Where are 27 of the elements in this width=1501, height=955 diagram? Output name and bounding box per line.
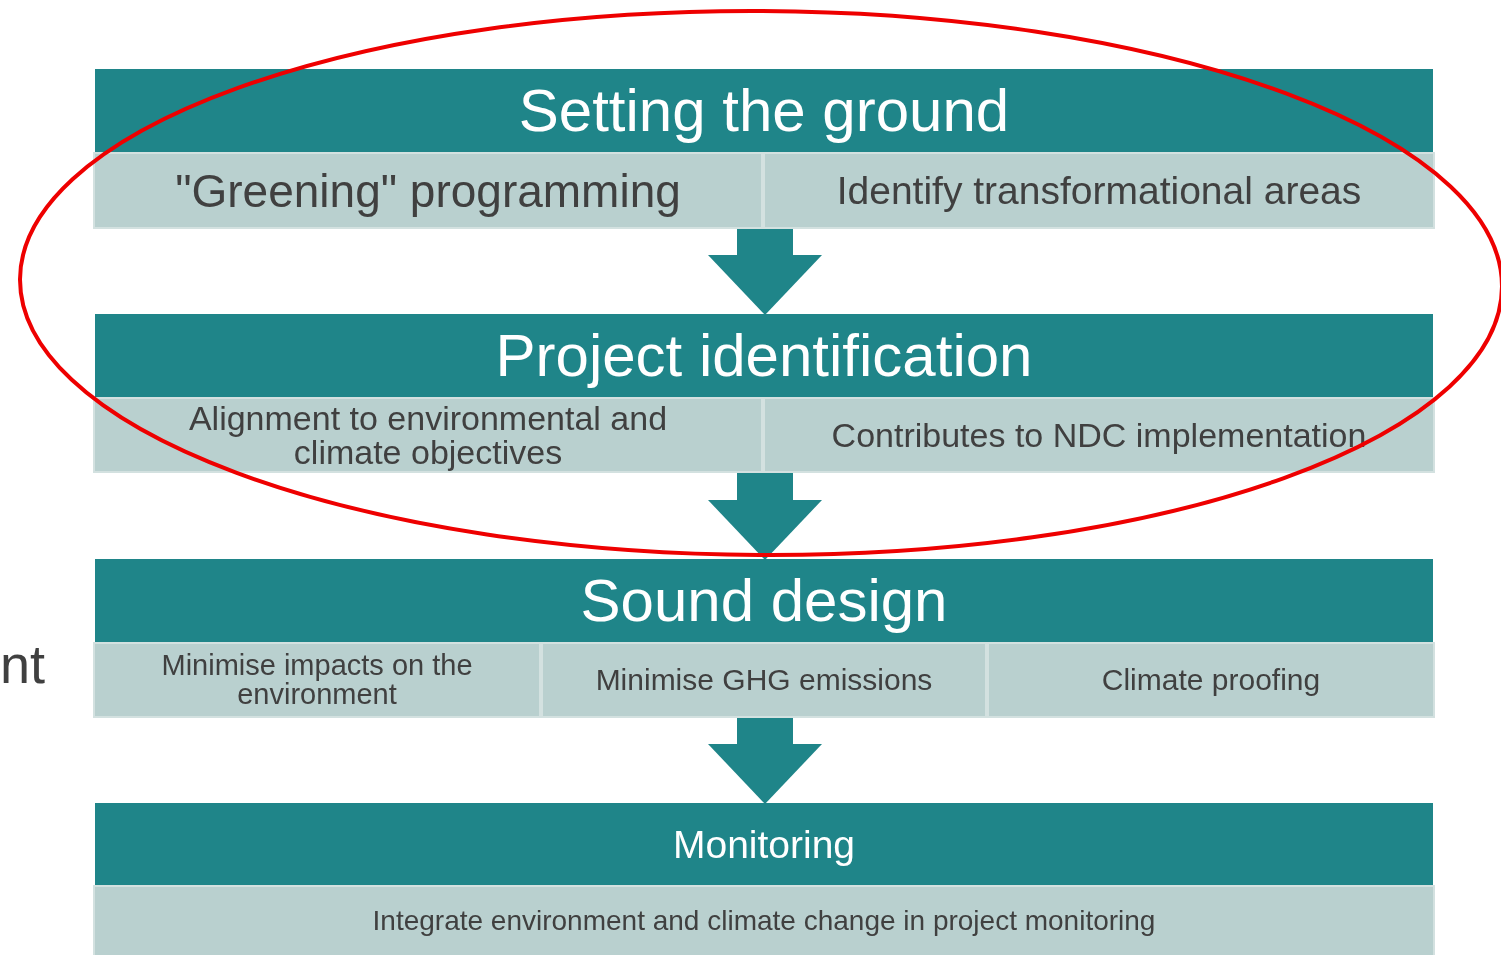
step-box bbox=[763, 152, 1435, 229]
step-text: Alignment to environmental and climate objectives bbox=[187, 401, 669, 469]
stage-header-band bbox=[95, 314, 1433, 398]
step-text: Minimise impacts on the environment bbox=[160, 651, 474, 709]
stage-header-band bbox=[95, 559, 1433, 643]
step-text: Project identification bbox=[494, 326, 1034, 386]
block-arrow bbox=[708, 718, 822, 804]
step-text: Climate proofing bbox=[1100, 665, 1322, 695]
block-arrow bbox=[708, 473, 822, 560]
step-text: Monitoring bbox=[671, 825, 857, 864]
block-arrow bbox=[708, 229, 822, 315]
step-box bbox=[93, 397, 763, 473]
cut-off-text: nt bbox=[0, 633, 46, 695]
stage-header-band bbox=[95, 803, 1433, 886]
step-box bbox=[93, 885, 1435, 955]
step-box bbox=[541, 642, 987, 718]
step-text: Minimise GHG emissions bbox=[594, 665, 934, 695]
step-box bbox=[987, 642, 1435, 718]
step-text: Integrate environment and climate change in project monitoring bbox=[371, 907, 1157, 935]
step-text: Sound design bbox=[579, 571, 949, 631]
step-box bbox=[93, 152, 763, 229]
step-box bbox=[763, 397, 1435, 473]
step-text: Identify transformational areas bbox=[835, 171, 1363, 210]
step-text: Setting the ground bbox=[517, 81, 1011, 141]
step-text: Contributes to NDC implementation bbox=[830, 418, 1368, 452]
stage-header-band bbox=[95, 69, 1433, 153]
step-box bbox=[93, 642, 541, 718]
